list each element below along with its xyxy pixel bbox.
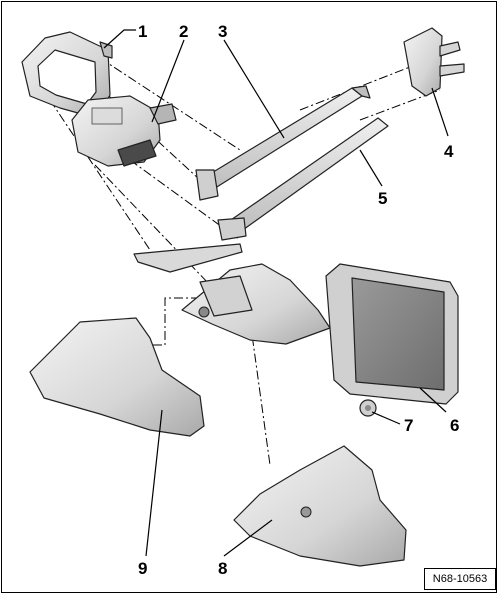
- callout-6: 6: [450, 416, 459, 435]
- leader-lines: [103, 29, 449, 557]
- part-9-left-cover: [29, 317, 205, 437]
- part-1-frame-bracket: [21, 31, 113, 119]
- part-3-upper-rail: [195, 85, 371, 201]
- callout-2: 2: [179, 22, 188, 41]
- part-7-knob: [359, 399, 377, 417]
- part-4-clip: [403, 27, 465, 97]
- callout-8: 8: [218, 559, 227, 578]
- callout-5: 5: [378, 189, 387, 208]
- part-8-lower-cover: [233, 445, 407, 567]
- part-2-housing: [71, 95, 177, 167]
- callout-3: 3: [218, 22, 227, 41]
- callout-4: 4: [444, 142, 454, 161]
- part-5-lower-rail: [133, 117, 389, 273]
- mount-arm: [181, 263, 331, 345]
- reference-code: N68-10563: [424, 568, 496, 590]
- callout-9: 9: [138, 559, 147, 578]
- callout-7: 7: [404, 416, 413, 435]
- callout-1: 1: [138, 22, 147, 41]
- part-6-display: [325, 263, 459, 405]
